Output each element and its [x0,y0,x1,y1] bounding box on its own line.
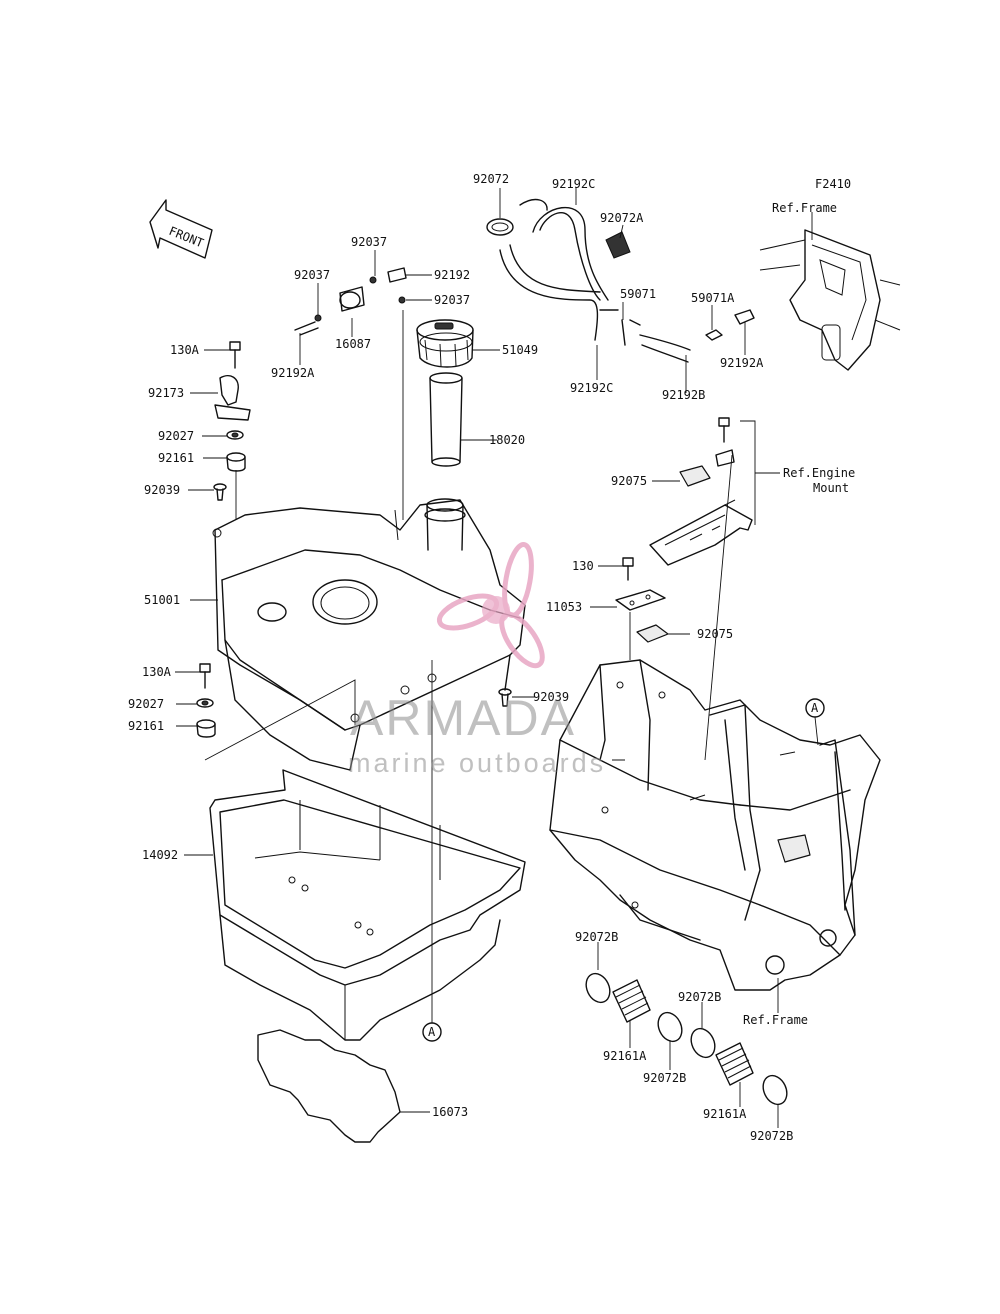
damper-92161-lower [196,719,216,738]
part-label: 92192C [570,381,613,395]
part-label: 92192A [271,366,315,380]
part-label: 130A [170,343,200,357]
part-label: 11053 [546,600,582,614]
clamp-92072b-4 [762,1074,788,1106]
bolt-130a-lower [199,663,211,689]
front-label: FRONT [167,224,206,251]
clamp-92072 [486,218,514,236]
part-label: 92161 [158,451,194,465]
part-label: 51049 [502,343,538,357]
part-labels: 92072 92192C 92072A 92037 92192 92037 92… [128,172,793,1143]
collar-92027-lower [196,698,214,708]
part-label: 92039 [533,690,569,704]
part-label: 92072 [473,172,509,186]
clamp-92072b-3 [690,1027,716,1059]
front-arrow-icon: FRONT [149,199,213,259]
part-label: 92037 [351,235,387,249]
part-label: 92037 [294,268,330,282]
part-label: 92173 [148,386,184,400]
part-label: 92192 [434,268,470,282]
part-label: 92192B [662,388,705,402]
part-label: 92072B [575,930,618,944]
part-label: 130 [572,559,594,573]
ref-frame-bottom: Ref.Frame [743,1013,808,1027]
part-label: 92037 [434,293,470,307]
fitting-59071a [705,309,755,341]
ref-engine-mount-line1: Ref.Engine [783,466,855,480]
part-label: 92075 [611,474,647,488]
part-label: 92072B [643,1071,686,1085]
callout-a-bottom-label: A [428,1025,436,1039]
clip-92039-lower [498,688,512,707]
damper-92161a-1 [612,979,651,1023]
part-label: 18020 [489,433,525,447]
damper-92161a-2 [715,1042,754,1086]
filler-neck-18020 [429,372,463,467]
clip-92039-top [213,483,227,501]
callout-a-bottom: A [422,660,442,1042]
watermark-brand: ARMADA [350,690,576,746]
part-label: 92161 [128,719,164,733]
fuel-tank-51001 [212,498,526,771]
damper-92161-top [226,452,246,472]
part-label: 92027 [158,429,194,443]
pad-92075-top [679,465,711,487]
part-label: 59071 [620,287,656,301]
part-label: 92039 [144,483,180,497]
part-label: 92027 [128,697,164,711]
part-label: 92192C [552,177,595,191]
ref-frame-top: Ref.Frame [772,201,837,215]
fuel-cap-51049 [416,319,474,368]
armada-logo-icon [436,541,545,669]
engine-mount-bracket [649,499,753,566]
diagram-code: F2410 [815,177,851,191]
part-label: 92075 [697,627,733,641]
clamp-92072a [605,231,631,259]
part-label: 92192A [720,356,764,370]
bolt-engine-mount [715,417,735,467]
filter-16087 [294,267,407,336]
ref-engine-mount-line2: Mount [813,481,849,495]
part-label: 51001 [144,593,180,607]
tray-14092 [209,769,526,1041]
part-label: 14092 [142,848,178,862]
bolt-130a-top [229,341,241,369]
pad-92075-lower [636,624,669,643]
part-label: 92072B [678,990,721,1004]
bolt-130 [622,557,634,581]
plate-11053 [615,589,666,611]
frame-bracket-top [759,212,901,371]
watermark-tagline: marine outboards [348,748,606,778]
fitting-59071 [599,309,691,363]
clamp-92072b-1 [585,972,611,1004]
part-label: 92161A [703,1107,747,1121]
hose-92192c [499,198,609,341]
part-label: 16087 [335,337,371,351]
part-label: 130A [142,665,172,679]
collar-92027-top [226,430,244,440]
callout-a-top: A [805,698,825,746]
sheet-16073 [257,1029,401,1143]
part-label: 92072A [600,211,644,225]
leader-lines [175,188,780,1128]
bracket-92173 [214,374,251,421]
clamp-92072b-2 [657,1011,683,1043]
part-label: 92161A [603,1049,647,1063]
callout-a-top-label: A [811,701,819,715]
frame-assembly [549,659,881,991]
part-label: 59071A [691,291,735,305]
part-label: 92072B [750,1129,793,1143]
part-label: 16073 [432,1105,468,1119]
